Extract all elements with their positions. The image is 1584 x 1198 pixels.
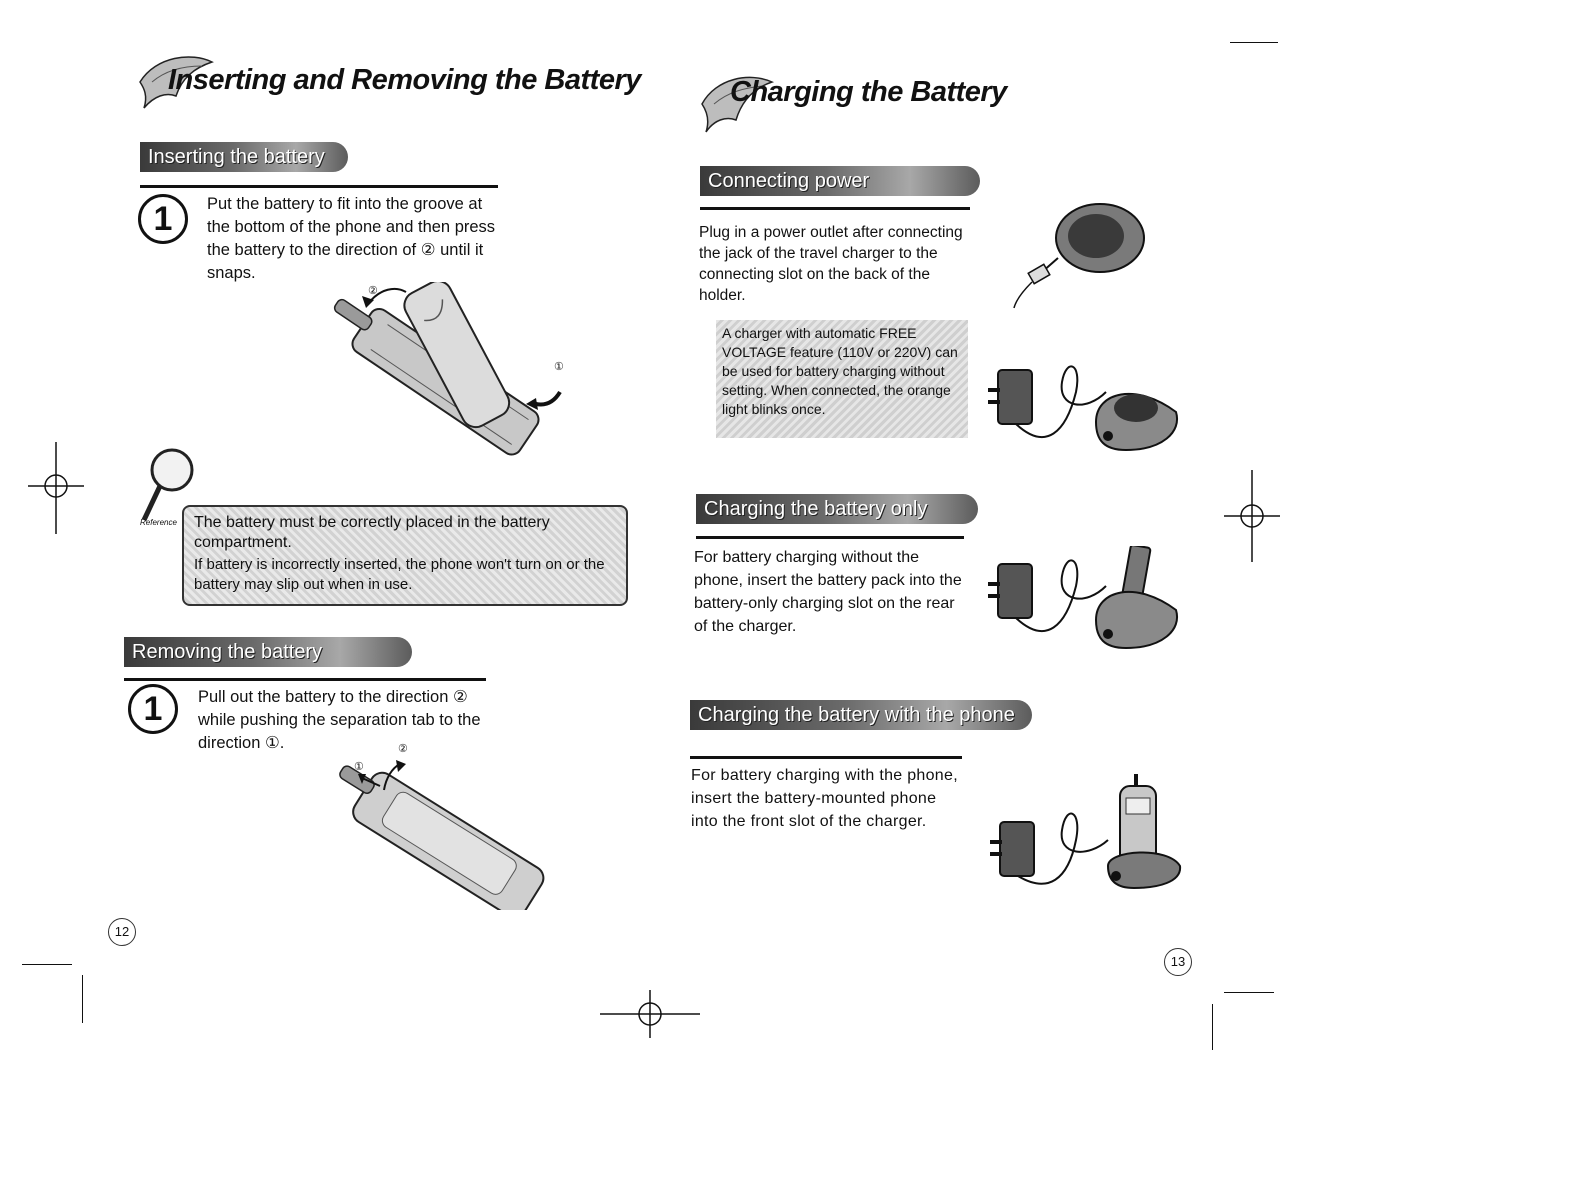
section-heading-connecting-power: Connecting power — [700, 166, 980, 196]
title-swoosh-icon — [701, 76, 775, 133]
charger-adapter-holder-illustration — [988, 365, 1179, 452]
section-rule — [696, 536, 964, 539]
direction-marker-1: ① — [554, 361, 564, 373]
charger-with-phone-illustration — [990, 774, 1182, 890]
section-heading-removing: Removing the battery — [124, 637, 412, 667]
step-number-badge: 1 — [128, 684, 178, 734]
section-heading-battery-only: Charging the battery only — [696, 494, 978, 524]
section-text: Plug in a power outlet after connecting … — [699, 224, 963, 304]
charger-battery-only-illustration — [988, 546, 1179, 650]
phone-battery-insert-illustration — [333, 282, 562, 456]
section-rule — [124, 678, 486, 681]
direction-marker-1: ① — [354, 761, 364, 773]
voltage-note: A charger with automatic FREE VOLTAGE fe… — [716, 320, 968, 438]
reference-label: Reference — [140, 518, 177, 527]
magnifier-icon — [141, 448, 194, 522]
section-rule — [140, 185, 498, 188]
section-rule — [690, 756, 962, 759]
crop-mark — [1230, 42, 1278, 43]
section-text: For battery charging with the phone, ins… — [691, 767, 958, 830]
registration-mark-bottom — [600, 990, 700, 1038]
section-heading-with-phone: Charging the battery with the phone — [690, 700, 1032, 730]
page-number: 13 — [1164, 948, 1192, 976]
section-heading-inserting: Inserting the battery — [140, 142, 348, 172]
reference-line-2: If battery is incorrectly inserted, the … — [194, 556, 605, 593]
crop-mark — [82, 975, 83, 1023]
registration-mark-right — [1224, 470, 1280, 562]
step-number-badge: 1 — [138, 194, 188, 244]
phone-battery-remove-illustration — [339, 760, 545, 910]
title-swoosh-icon — [139, 56, 214, 109]
page-number: 12 — [108, 918, 136, 946]
section-rule — [700, 207, 970, 210]
crop-mark — [22, 964, 72, 965]
crop-mark — [1224, 992, 1274, 993]
step-instruction-text: Put the battery to fit into the groove a… — [207, 195, 496, 282]
reference-note: The battery must be correctly placed in … — [182, 505, 628, 606]
direction-marker-2: ② — [398, 743, 408, 755]
charger-holder-rear-illustration — [1013, 203, 1145, 309]
page-title: Charging the Battery — [730, 76, 1007, 108]
step-instruction-text: Pull out the battery to the direction ② … — [198, 688, 481, 752]
registration-mark-left — [28, 442, 84, 534]
section-text: For battery charging without the phone, … — [694, 549, 962, 635]
crop-mark — [1212, 1004, 1213, 1050]
page-title: Inserting and Removing the Battery — [168, 64, 641, 96]
direction-marker-2: ② — [368, 285, 378, 297]
reference-line-1: The battery must be correctly placed in … — [194, 514, 550, 551]
